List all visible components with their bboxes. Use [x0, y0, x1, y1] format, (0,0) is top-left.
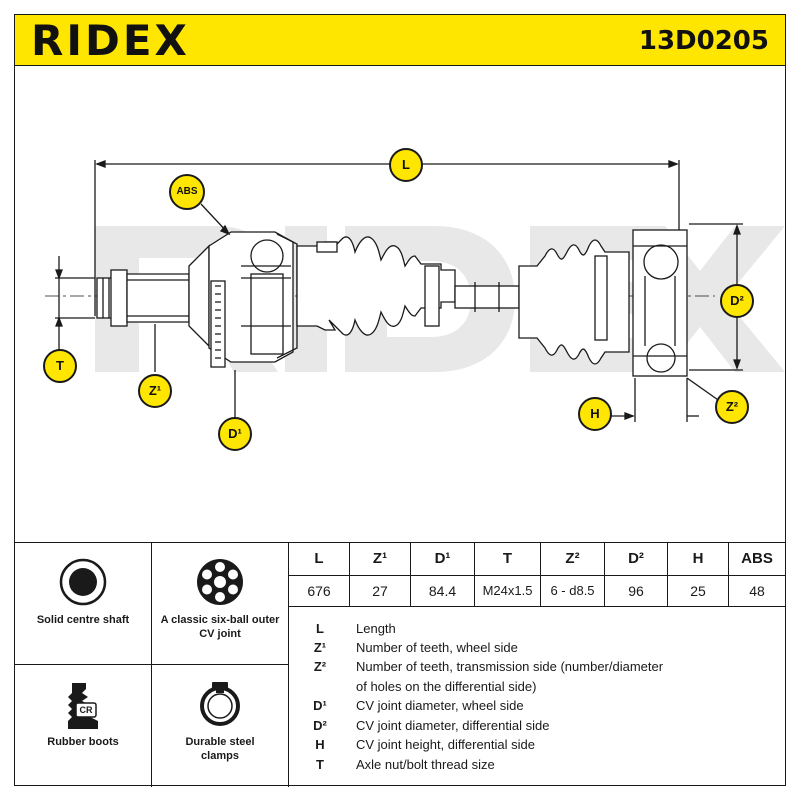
- header-bar: RIDEX 13D0205: [14, 14, 786, 66]
- spec-header-abs: ABS: [729, 543, 785, 576]
- feature-label: Solid centre shaft: [36, 614, 130, 626]
- callout-height: H: [578, 397, 612, 431]
- driveshaft-diagram: L ABS D² T Z¹ D¹ H Z²: [14, 66, 786, 542]
- legend-key: D¹: [313, 698, 327, 713]
- legend-key: T: [316, 757, 324, 772]
- legend-key: Z²: [313, 659, 327, 674]
- spec-panel: Solid centre shaft A classic six-ball ou…: [14, 542, 786, 787]
- spec-header-h: H: [668, 543, 729, 576]
- legend-text: Axle nut/bolt thread size: [356, 757, 495, 772]
- spec-value-h: 25: [668, 576, 729, 607]
- legend-text: of holes on the differential side): [356, 679, 537, 694]
- legend-text: CV joint diameter, wheel side: [356, 698, 524, 713]
- callout-abs: ABS: [169, 174, 205, 210]
- feature-label: A classic six-ball outer CV joint: [160, 614, 280, 640]
- spec-header-d1: D¹: [411, 543, 475, 576]
- feature-label: Durable steel clamps: [185, 736, 255, 762]
- spec-header-d2: D²: [605, 543, 668, 576]
- feature-steel-clamps: Durable steel clamps: [152, 665, 289, 787]
- legend-key: H: [315, 737, 325, 752]
- spec-value-d2: 96: [605, 576, 668, 607]
- spec-header-t: T: [475, 543, 541, 576]
- legend-text: Length: [356, 621, 396, 636]
- part-number: 13D0205: [638, 26, 769, 56]
- legend-key: D²: [313, 718, 327, 733]
- legend-key: L: [316, 621, 324, 636]
- callout-thread: T: [43, 349, 77, 383]
- legend-text: Number of teeth, transmission side (numb…: [356, 659, 664, 674]
- callout-d1: D¹: [218, 417, 252, 451]
- driveshaft-drawing: [45, 160, 785, 422]
- rubber-boot-icon: CR: [68, 683, 98, 729]
- feature-label: Rubber boots: [47, 736, 119, 748]
- callout-length: L: [389, 148, 423, 182]
- feature-six-ball-joint: A classic six-ball outer CV joint: [152, 543, 289, 665]
- spec-value-d1: 84.4: [411, 576, 475, 607]
- spec-value-z2: 6 - d8.5: [541, 576, 605, 607]
- six-ball-joint-icon: [197, 559, 243, 605]
- spec-value-l: 676: [289, 576, 350, 607]
- callout-d2: D²: [720, 284, 754, 318]
- brand-logo: RIDEX: [31, 16, 190, 65]
- feature-rubber-boots: CR Rubber boots: [15, 665, 152, 787]
- spec-value-t: M24x1.5: [475, 576, 541, 607]
- legend-text: CV joint height, differential side: [356, 737, 535, 752]
- steel-clamp-icon: [200, 682, 240, 726]
- feature-solid-shaft: Solid centre shaft: [15, 543, 152, 665]
- legend-text: CV joint diameter, differential side: [356, 718, 550, 733]
- spec-header-z2: Z²: [541, 543, 605, 576]
- spec-header-z1: Z¹: [350, 543, 411, 576]
- spec-value-z1: 27: [350, 576, 411, 607]
- spec-value-abs: 48: [729, 576, 785, 607]
- legend-key: Z¹: [313, 640, 327, 655]
- solid-shaft-icon: [59, 558, 107, 606]
- callout-z1: Z¹: [138, 374, 172, 408]
- legend-text: Number of teeth, wheel side: [356, 640, 518, 655]
- callout-z2: Z²: [715, 390, 749, 424]
- boot-badge: CR: [80, 705, 93, 715]
- spec-header-l: L: [289, 543, 350, 576]
- shaft-lines: [45, 160, 743, 422]
